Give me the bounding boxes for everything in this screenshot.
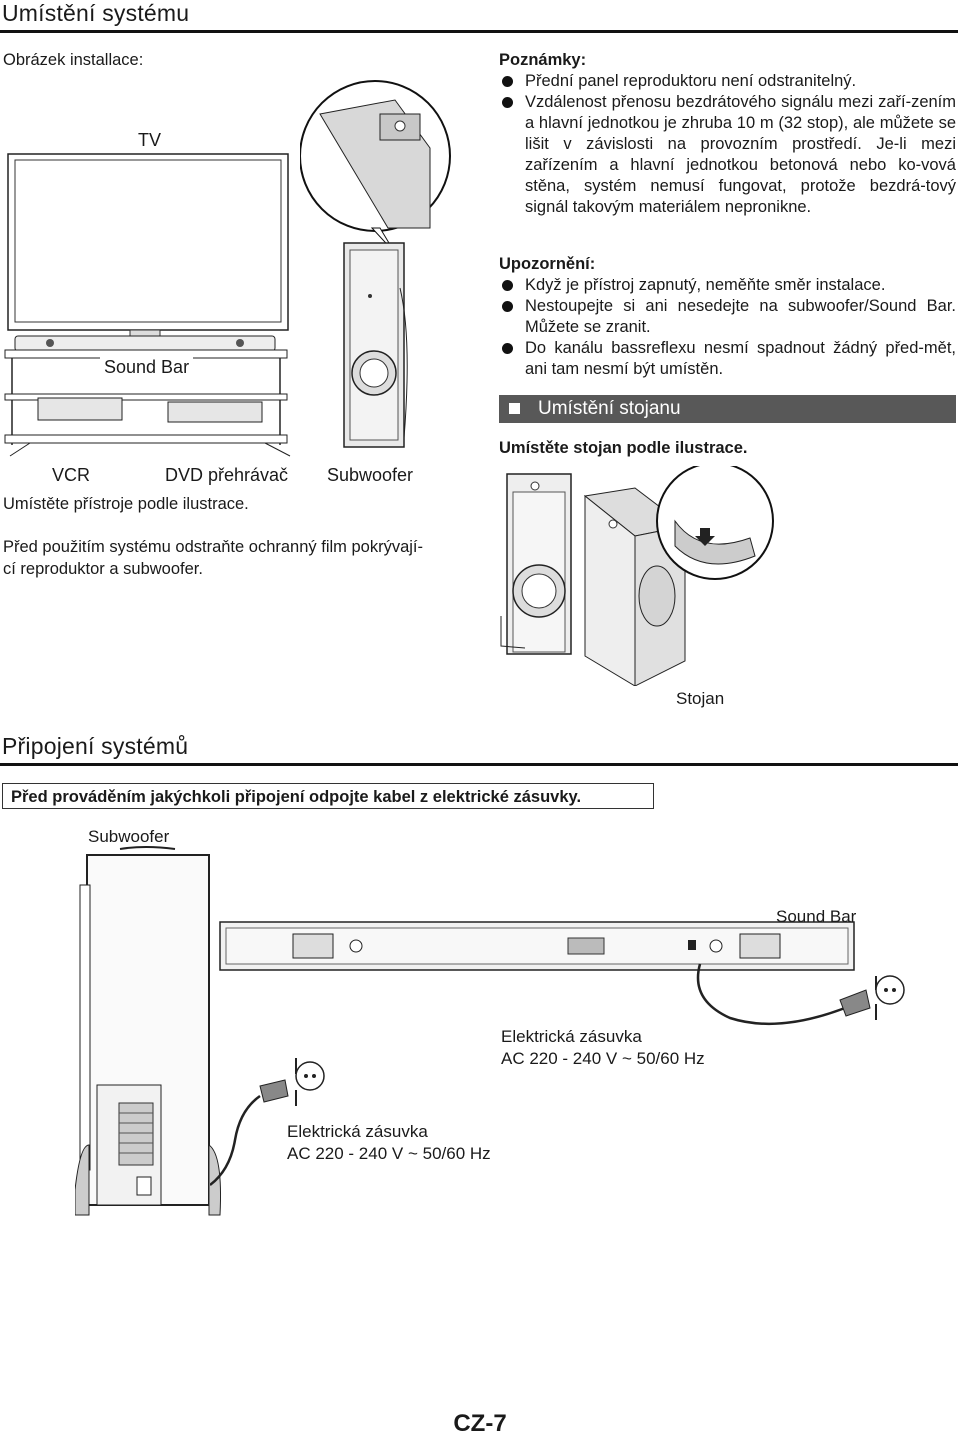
notes-heading: Poznámky: — [499, 51, 587, 69]
note-item: Přední panel reproduktoru není odstranit… — [499, 71, 956, 92]
stand-illustration — [500, 466, 774, 686]
outlet-left-line2: AC 220 - 240 V ~ 50/60 Hz — [287, 1144, 491, 1163]
section-rule — [0, 763, 958, 766]
subwoofer-rear-illustration — [75, 846, 221, 1216]
notes-block: Poznámky: Přední panel reproduktoru není… — [499, 50, 956, 218]
caution-block: Upozornění: Když je přístroj zapnutý, ne… — [499, 254, 956, 380]
stand-instruction: Umístěte stojan podle ilustrace. — [499, 439, 748, 457]
tv-setup-illustration — [4, 153, 291, 457]
vcr-label: VCR — [52, 465, 91, 485]
tv-label: TV — [138, 130, 162, 150]
install-label: Obrázek installace: — [3, 51, 144, 69]
page-number: CZ-7 — [453, 1410, 507, 1437]
caution-item: Když je přístroj zapnutý, neměňte směr i… — [499, 275, 956, 296]
stand-heading: Umístění stojanu — [538, 398, 681, 419]
subwoofer-power-cable — [210, 1058, 325, 1186]
soundbar-label: Sound Bar — [100, 357, 194, 378]
stand-label: Stojan — [676, 689, 725, 708]
outlet-left-line1: Elektrická zásuvka — [287, 1122, 428, 1141]
section-title-placement: Umístění systému — [2, 0, 190, 26]
note-item: Vzdálenost přenosu bezdrátového signálu … — [499, 92, 956, 218]
caution-heading: Upozornění: — [499, 255, 596, 273]
soundbar-power-cable — [696, 963, 905, 1026]
caution-item: Nestoupejte si ani nesedejte na subwoofe… — [499, 296, 956, 338]
subwoofer-illustration — [300, 80, 451, 448]
stand-heading-bar: Umístění stojanu — [499, 395, 956, 423]
caution-item: Do kanálu bassreflexu nesmí spadnout žád… — [499, 338, 956, 380]
subwoofer-label-2: Subwoofer — [88, 827, 170, 846]
remove-film-line1: Před použitím systému odstraňte ochranný… — [3, 538, 424, 556]
subwoofer-label: Subwoofer — [327, 465, 414, 485]
outlet-right-line2: AC 220 - 240 V ~ 50/60 Hz — [501, 1049, 705, 1068]
section-rule — [0, 30, 958, 33]
disconnect-warning: Před prováděním jakýchkoli připojení odp… — [2, 783, 654, 809]
dvd-label: DVD přehrávač — [165, 465, 289, 485]
remove-film-line2: cí reproduktor a subwoofer. — [3, 560, 203, 578]
section-title-connection: Připojení systémů — [2, 733, 189, 759]
outlet-right-line1: Elektrická zásuvka — [501, 1027, 642, 1046]
soundbar-rear-illustration — [219, 921, 855, 971]
place-devices-text: Umístěte přístroje podle ilustrace. — [3, 495, 249, 513]
square-bullet-icon — [509, 403, 520, 414]
